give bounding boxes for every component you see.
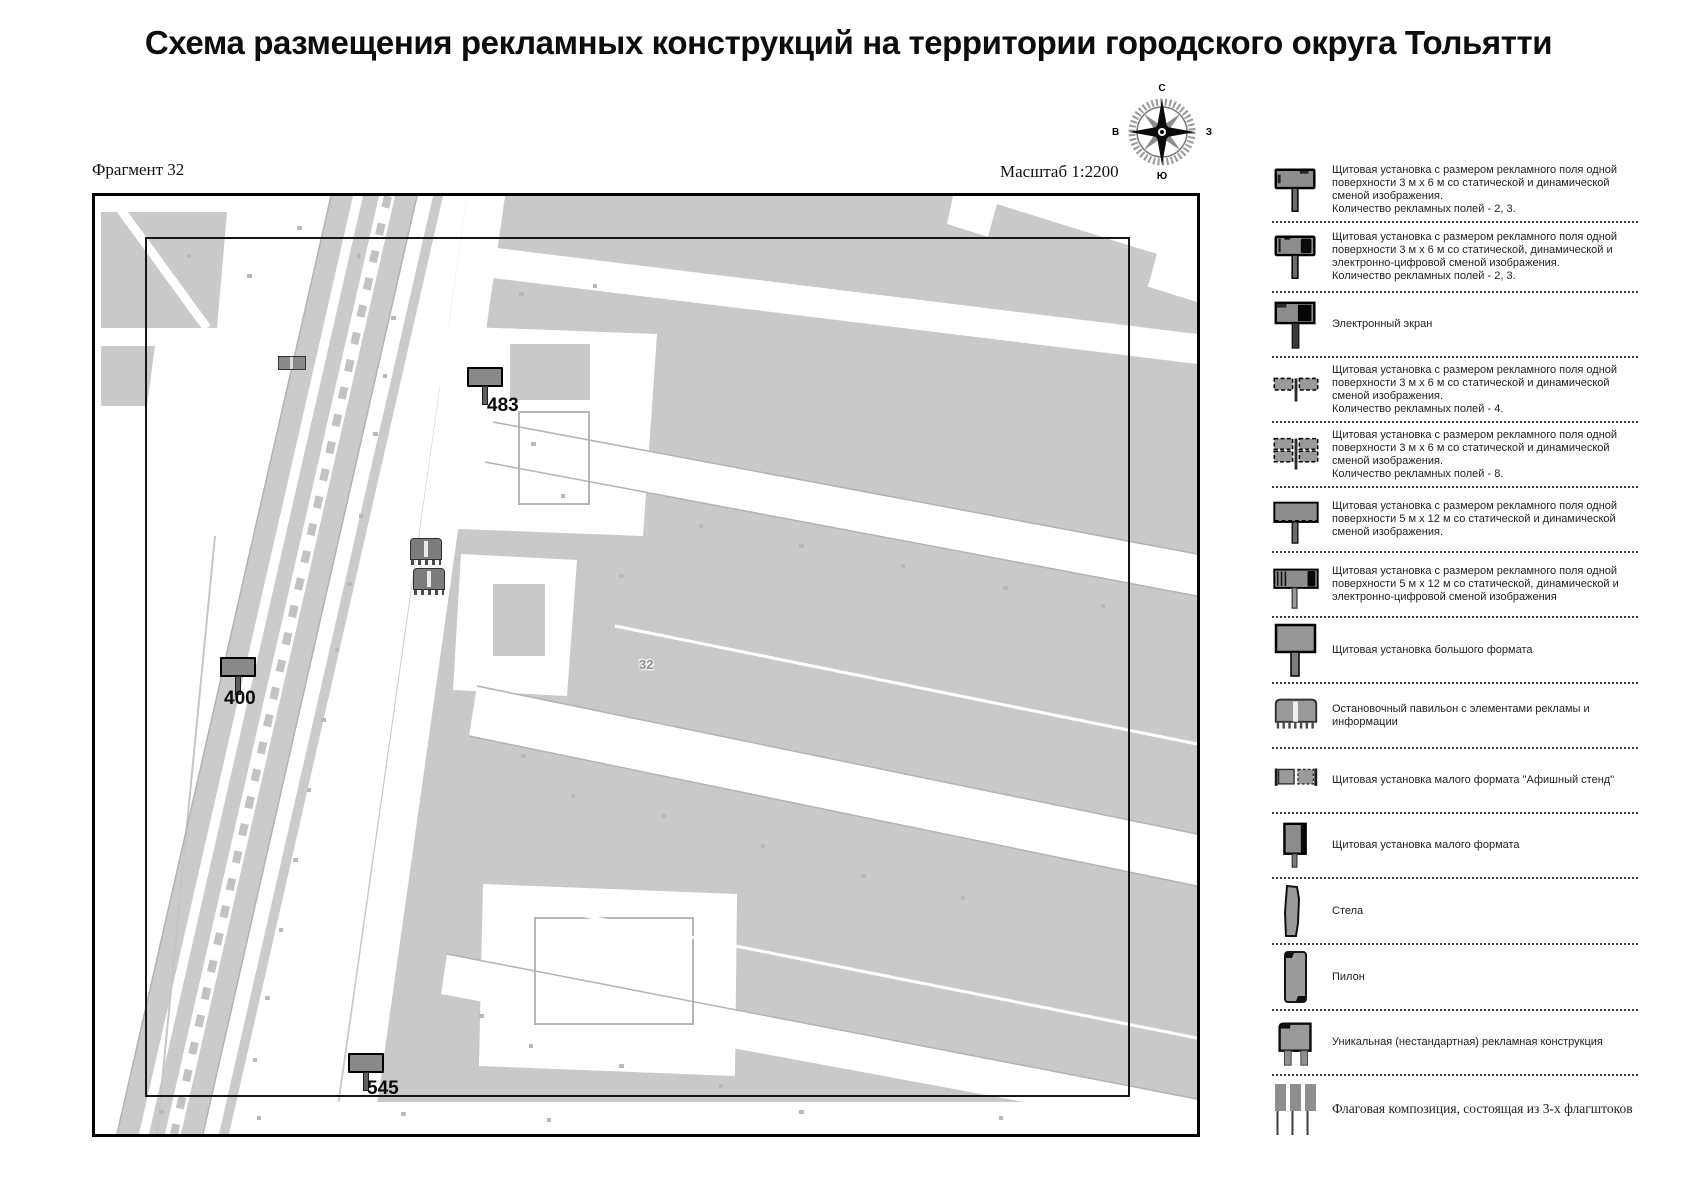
- legend-main-text: Щитовая установка с размером рекламного …: [1332, 565, 1619, 603]
- compass-right-label: З: [1205, 127, 1212, 138]
- compass-south-label: Ю: [1156, 171, 1168, 182]
- billboard-small-icon: [1272, 819, 1320, 873]
- map-background: [95, 196, 1197, 1134]
- legend-main-text: Щитовая установка с размером рекламного …: [1332, 428, 1618, 467]
- legend-text: Остановочный павильон с элементами рекла…: [1332, 703, 1634, 729]
- legend: Щитовая установка с размером рекламного …: [1272, 158, 1638, 1141]
- legend-item-flag-composition: Флаговая композиция, состоящая из 3-х фл…: [1272, 1076, 1638, 1141]
- electronic-screen-icon: [1272, 298, 1320, 352]
- legend-main-text: Стела: [1332, 904, 1364, 917]
- marker-label: 545: [367, 1078, 399, 1099]
- poster-stand-marker: [278, 356, 306, 370]
- billboard-pole-icon: [363, 1072, 369, 1091]
- map-fragment: 483 400 545 32: [92, 193, 1200, 1137]
- legend-text: Электронный экран: [1332, 318, 1634, 331]
- page-title: Схема размещения рекламных конструкций н…: [144, 24, 1553, 61]
- legend-main-text: Щитовая установка с размером рекламного …: [1332, 500, 1618, 538]
- legend-text: Щитовая установка с размером рекламного …: [1332, 500, 1634, 539]
- flag-composition-icon: [1272, 1081, 1320, 1137]
- legend-main-text: Электронный экран: [1332, 318, 1433, 330]
- legend-item-billboard-3x6: Щитовая установка с размером рекламного …: [1272, 158, 1638, 223]
- legend-count-text: Количество рекламных полей - 4.: [1332, 402, 1504, 415]
- legend-item-billboard-small: Щитовая установка малого формата: [1272, 814, 1638, 879]
- legend-text: Флаговая композиция, состоящая из 3-х фл…: [1332, 1100, 1634, 1117]
- legend-item-bus-stop: Остановочный павильон с элементами рекла…: [1272, 684, 1638, 749]
- pylon-icon: [1272, 949, 1320, 1005]
- legend-item-electronic-screen: Электронный экран: [1272, 293, 1638, 358]
- billboard-8-fields-icon: [1272, 428, 1320, 482]
- billboard-marker-400: 400: [220, 657, 256, 709]
- fragment-boundary-frame: [145, 237, 1130, 1097]
- billboard-large-icon: [1272, 622, 1320, 678]
- legend-main-text: Щитовая установка большого формата: [1332, 643, 1533, 656]
- legend-item-unique-structure: Уникальная (нестандартная) рекламная кон…: [1272, 1011, 1638, 1076]
- legend-main-text: Уникальная (нестандартная) рекламная кон…: [1332, 1036, 1603, 1048]
- billboard-pole-icon: [482, 386, 488, 405]
- legend-item-billboard-large: Щитовая установка большого формата: [1272, 618, 1638, 684]
- legend-item-billboard-4-fields: Щитовая установка с размером рекламного …: [1272, 358, 1638, 423]
- legend-text: Пилон: [1332, 971, 1634, 984]
- billboard-4-fields-icon: [1272, 363, 1320, 417]
- marker-label: 483: [487, 395, 519, 416]
- stela-icon: [1272, 883, 1320, 939]
- billboard-3x6-icon: [1272, 163, 1320, 217]
- legend-count-text: Количество рекламных полей - 2, 3.: [1332, 270, 1516, 282]
- compass-left-label: В: [1112, 127, 1120, 138]
- legend-main-text: Щитовая установка с размером рекламного …: [1332, 231, 1618, 269]
- legend-text: Щитовая установка большого формата: [1332, 644, 1634, 657]
- unique-structure-icon: [1272, 1016, 1320, 1070]
- legend-item-billboard-3x6-digital: Щитовая установка с размером рекламного …: [1272, 223, 1638, 293]
- legend-text: Уникальная (нестандартная) рекламная кон…: [1332, 1036, 1634, 1049]
- poster-stand-icon: [1272, 754, 1320, 808]
- legend-text: Щитовая установка с размером рекламного …: [1332, 565, 1634, 604]
- billboard-marker-545: 545: [348, 1053, 399, 1099]
- legend-item-pylon: Пилон: [1272, 945, 1638, 1011]
- compass-rose-icon: С Ю В З: [1112, 83, 1212, 182]
- bus-stop-marker: [413, 568, 445, 595]
- legend-text: Щитовая установка малого формата: [1332, 839, 1634, 852]
- legend-text: Щитовая установка с размером рекламного …: [1332, 364, 1634, 416]
- legend-text: Щитовая установка с размером рекламного …: [1332, 429, 1634, 481]
- legend-main-text: Щитовая установка с размером рекламного …: [1332, 163, 1618, 202]
- legend-text: Стела: [1332, 905, 1634, 918]
- bus-stop-marker: [410, 538, 442, 565]
- legend-item-billboard-5x12-digital: Щитовая установка с размером рекламного …: [1272, 553, 1638, 618]
- legend-main-text: Щитовая установка малого формата "Афишны…: [1332, 774, 1615, 786]
- legend-text: Щитовая установка с размером рекламного …: [1332, 164, 1634, 216]
- compass-north-label: С: [1158, 83, 1166, 94]
- billboard-pole-icon: [235, 676, 241, 695]
- marker-label: 400: [224, 688, 256, 709]
- billboard-board-icon: [467, 367, 503, 387]
- legend-item-poster-stand: Щитовая установка малого формата "Афишны…: [1272, 749, 1638, 814]
- legend-item-stela: Стела: [1272, 879, 1638, 945]
- billboard-5x12-icon: [1272, 493, 1320, 547]
- billboard-5x12-digital-icon: [1272, 558, 1320, 612]
- compass-star: [1128, 98, 1196, 166]
- fragment-label: Фрагмент 32: [92, 160, 185, 179]
- legend-text: Щитовая установка с размером рекламного …: [1332, 231, 1634, 283]
- bus-stop-icon: [1272, 689, 1320, 743]
- area-number-label: 32: [639, 657, 654, 672]
- scale-label: Масштаб 1:2200: [1000, 162, 1119, 181]
- legend-main-text: Щитовая установка с размером рекламного …: [1332, 363, 1618, 402]
- legend-main-text: Флаговая композиция, состоящая из 3-х фл…: [1332, 1101, 1633, 1116]
- legend-main-text: Щитовая установка малого формата: [1332, 839, 1520, 851]
- billboard-board-icon: [220, 657, 256, 677]
- billboard-board-icon: [348, 1053, 384, 1073]
- legend-main-text: Остановочный павильон с элементами рекла…: [1332, 702, 1590, 728]
- legend-count-text: Количество рекламных полей - 8.: [1332, 467, 1504, 480]
- legend-item-billboard-8-fields: Щитовая установка с размером рекламного …: [1272, 423, 1638, 488]
- legend-item-billboard-5x12: Щитовая установка с размером рекламного …: [1272, 488, 1638, 553]
- legend-main-text: Пилон: [1332, 970, 1365, 983]
- legend-count-text: Количество рекламных полей - 2, 3.: [1332, 202, 1516, 215]
- legend-text: Щитовая установка малого формата "Афишны…: [1332, 774, 1634, 787]
- billboard-3x6-digital-icon: [1272, 230, 1320, 284]
- billboard-marker-483: 483: [467, 367, 519, 416]
